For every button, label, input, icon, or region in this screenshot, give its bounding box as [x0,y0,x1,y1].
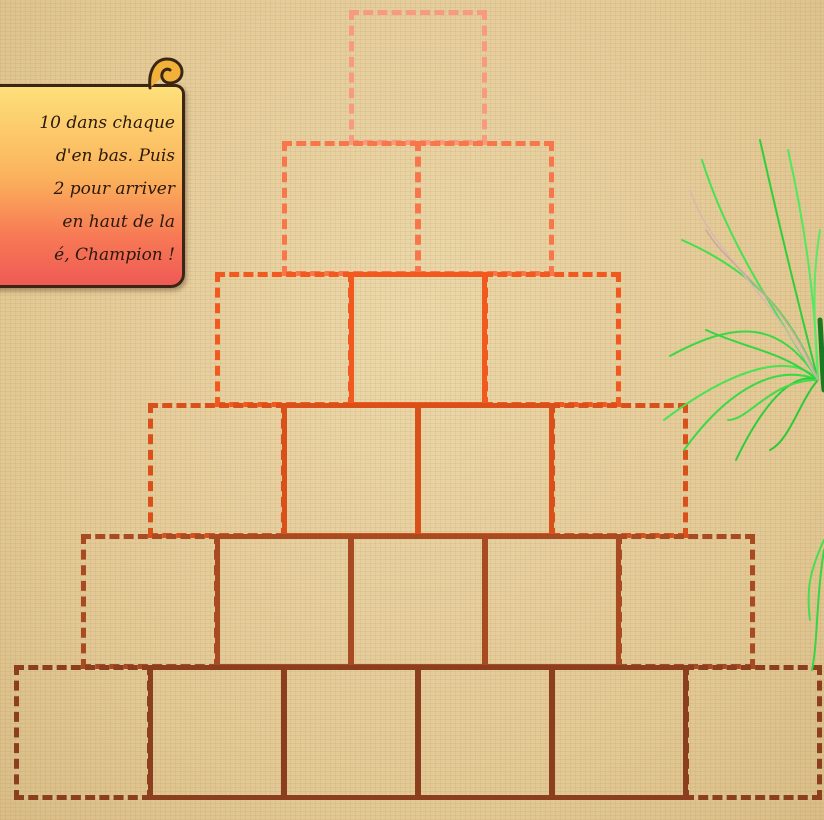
pyramid-cell-r2-c2[interactable] [416,141,554,276]
instruction-line-3: 2 pour arriver [0,173,175,206]
pyramid-cell-r4-c2[interactable] [282,403,420,538]
pyramid-cell-r6-c1[interactable] [14,665,152,800]
pyramid-cell-r6-c2[interactable] [148,665,286,800]
pyramid-cell-r2-c1[interactable] [282,141,420,276]
pyramid-cell-r5-c3[interactable] [349,534,487,669]
pyramid-cell-r1-c1[interactable] [349,10,487,145]
instruction-line-1: 10 dans chaque [0,107,175,140]
pyramid-cell-r6-c6[interactable] [684,665,822,800]
pyramid-cell-r3-c1[interactable] [215,272,353,407]
pyramid-cell-r4-c1[interactable] [148,403,286,538]
grass-plant-icon [640,120,824,680]
pyramid-cell-r5-c1[interactable] [81,534,219,669]
instruction-scroll: 10 dans chaque d'en bas. Puis 2 pour arr… [0,84,185,288]
pyramid-cell-r5-c4[interactable] [483,534,621,669]
pyramid-cell-r3-c3[interactable] [483,272,621,407]
instruction-text: 10 dans chaque d'en bas. Puis 2 pour arr… [0,107,175,272]
pyramid-cell-r4-c3[interactable] [416,403,554,538]
instruction-line-4: en haut de la [0,206,175,239]
pyramid-cell-r3-c2[interactable] [349,272,487,407]
scroll-curl-icon [146,56,184,90]
instruction-line-5: é, Champion ! [0,239,175,272]
pyramid-cell-r6-c4[interactable] [416,665,554,800]
pyramid-cell-r6-c3[interactable] [282,665,420,800]
pyramid-cell-r5-c2[interactable] [215,534,353,669]
pyramid-cell-r6-c5[interactable] [550,665,688,800]
instruction-line-2: d'en bas. Puis [0,140,175,173]
